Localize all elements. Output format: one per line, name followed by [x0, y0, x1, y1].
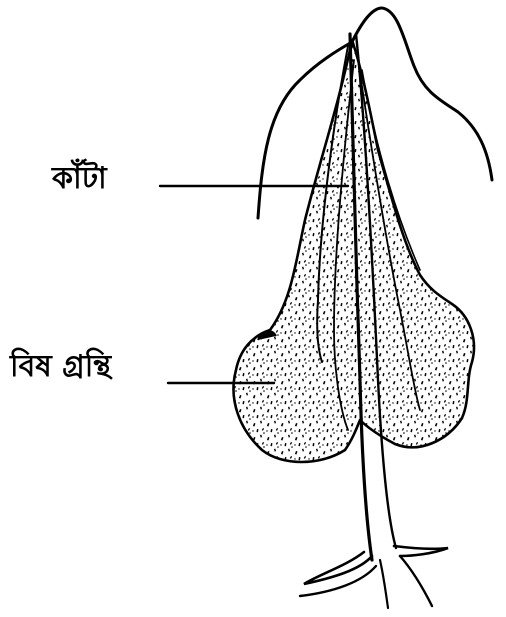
venom-gland-shape [234, 40, 474, 462]
spine-label: কাঁটা [52, 164, 107, 194]
spine-base-right-2 [400, 556, 432, 606]
spine-base-left [304, 552, 372, 584]
venom-gland-label: বিষ গ্রন্থি [10, 352, 111, 382]
spine-base-right [394, 546, 448, 556]
spine-base-center [380, 560, 388, 608]
